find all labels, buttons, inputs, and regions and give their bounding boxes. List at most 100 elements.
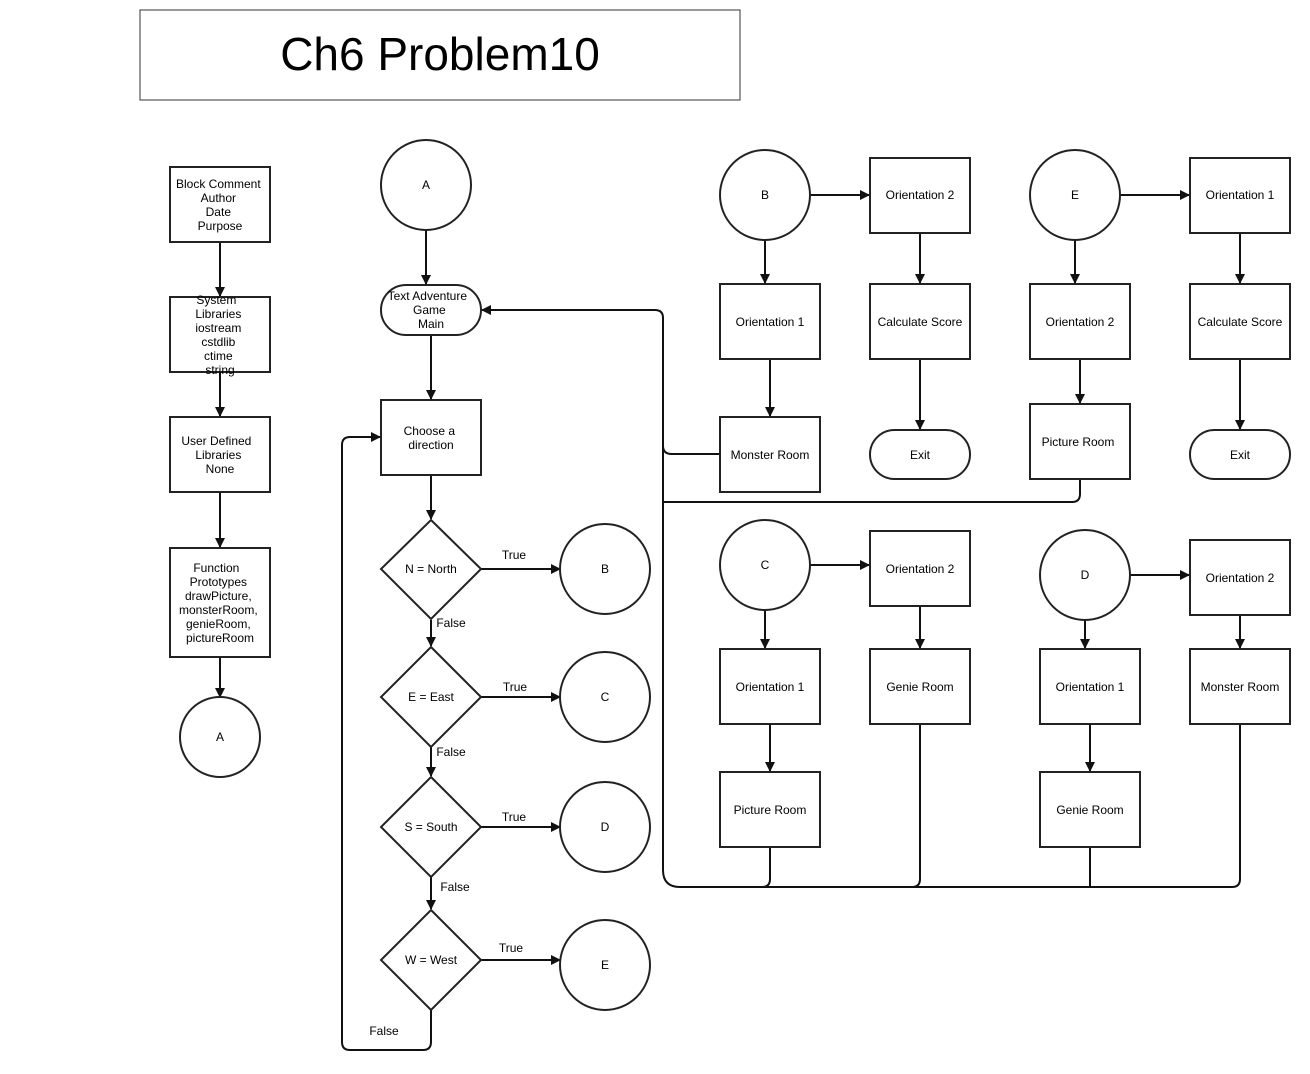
e-orientation-1-label: Orientation 1 [1206, 188, 1275, 202]
decision-east: E = East [379, 645, 483, 749]
svg-text:Function Prototypes: Function Prototypes drawPicture, monster… [179, 561, 261, 645]
connector-d: D [1039, 529, 1131, 621]
node-choose-direction: Choose a direction [380, 399, 482, 476]
svg-text:Block Comment Author: Block Comment Author Date Purpose [176, 177, 264, 233]
connector-b: B [719, 149, 811, 241]
title-box: Ch6 Problem10 [139, 9, 741, 101]
edge-west-false-loop [341, 432, 432, 1051]
edge-c-genie-room-return [911, 724, 921, 888]
svg-text:Text Adventure Game: Text Adventure Game Main [388, 289, 471, 331]
label-west-false: False [369, 1024, 399, 1038]
node-e-exit: Exit [1189, 429, 1291, 480]
label-east-true: True [503, 680, 528, 694]
label-west-true: True [499, 941, 524, 955]
decision-south-label: S = South [404, 820, 457, 834]
svg-text:System Libraries i: System Libraries iostream cstdlib ctime … [195, 293, 244, 377]
diagram-title: Ch6 Problem10 [280, 28, 600, 80]
node-c-orientation-2: Orientation 2 [869, 530, 971, 607]
choose-direction-line: direction [408, 438, 453, 452]
system-libraries-line: string [205, 363, 234, 377]
system-libraries-line: Libraries [195, 307, 241, 321]
node-d-genie-room: Genie Room [1039, 771, 1141, 848]
e-picture-room-label: Picture Room [1042, 435, 1115, 449]
d-genie-room-label: Genie Room [1056, 803, 1123, 817]
connector-a-top-label: A [422, 178, 430, 192]
main-terminal-line: Main [418, 317, 444, 331]
connector-e: E [1029, 149, 1121, 241]
decision-north-label: N = North [405, 562, 457, 576]
connector-c-label: C [761, 558, 770, 572]
node-user-libraries: User Defined Libraries None [169, 416, 271, 493]
connector-b-out: B [559, 523, 651, 615]
function-prototypes-line: pictureRoom [186, 631, 254, 645]
choose-direction-line: Choose a [404, 424, 456, 438]
label-south-false: False [440, 880, 470, 894]
c-picture-room-label: Picture Room [734, 803, 807, 817]
node-b-calculate-score: Calculate Score [869, 283, 971, 360]
connector-a-left: A [179, 696, 261, 778]
d-orientation-2-label: Orientation 2 [1206, 571, 1275, 585]
svg-text:Choose a direction: Choose a direction [404, 424, 459, 452]
e-calculate-score-label: Calculate Score [1198, 315, 1283, 329]
node-e-orientation-2: Orientation 2 [1029, 283, 1131, 360]
connector-c: C [719, 519, 811, 611]
d-monster-room-label: Monster Room [1201, 680, 1280, 694]
label-north-false: False [436, 616, 466, 630]
decision-west-label: W = West [405, 953, 458, 967]
node-e-orientation-1: Orientation 1 [1189, 157, 1291, 234]
system-libraries-line: iostream [195, 321, 241, 335]
connector-d-label: D [1081, 568, 1090, 582]
function-prototypes-line: Prototypes [190, 575, 247, 589]
node-main-terminal: Text Adventure Game Main [380, 284, 482, 336]
connector-a-left-label: A [216, 730, 224, 744]
node-b-orientation-1: Orientation 1 [719, 283, 821, 360]
function-prototypes-line: drawPicture, [185, 589, 252, 603]
connector-d-out: D [559, 781, 651, 873]
label-north-true: True [502, 548, 527, 562]
edge-c-picture-room-return [761, 847, 771, 888]
system-libraries-line: cstdlib [201, 335, 235, 349]
edges [215, 190, 1245, 1051]
node-e-picture-room: Picture Room [1029, 403, 1131, 480]
node-system-libraries: System Libraries iostream cstdlib ctime … [169, 293, 271, 377]
node-b-monster-room: Monster Room [719, 416, 821, 493]
edge-labels: True False True False True False True Fa… [369, 548, 527, 1038]
b-orientation-2-label: Orientation 2 [886, 188, 955, 202]
node-e-calculate-score: Calculate Score [1189, 283, 1291, 360]
connector-c-out: C [559, 651, 651, 743]
c-genie-room-label: Genie Room [886, 680, 953, 694]
block-comment-line: Block Comment [176, 177, 261, 191]
svg-text:User Defined Libraries: User Defined Libraries None [181, 434, 254, 476]
function-prototypes-line: monsterRoom, [179, 603, 258, 617]
user-libraries-line: None [206, 462, 235, 476]
connector-e-out: E [559, 919, 651, 1011]
d-orientation-1-label: Orientation 1 [1056, 680, 1125, 694]
connector-d-out-label: D [601, 820, 610, 834]
node-c-genie-room: Genie Room [869, 648, 971, 725]
b-exit-label: Exit [910, 448, 931, 462]
node-d-monster-room: Monster Room [1189, 648, 1291, 725]
b-orientation-1-label: Orientation 1 [736, 315, 805, 329]
node-c-picture-room: Picture Room [719, 771, 821, 848]
c-orientation-1-label: Orientation 1 [736, 680, 805, 694]
block-comment-line: Author [201, 191, 236, 205]
edge-return-to-main [481, 305, 664, 870]
edge-picture-room-return [663, 479, 1081, 503]
user-libraries-line: User Defined [181, 434, 251, 448]
label-south-true: True [502, 810, 527, 824]
function-prototypes-line: Function [193, 561, 239, 575]
main-terminal-line: Game [413, 303, 446, 317]
connector-e-out-label: E [601, 958, 609, 972]
decision-south: S = South [379, 775, 483, 879]
b-monster-room-label: Monster Room [731, 448, 810, 462]
edge-bottom-return-bus [662, 724, 1241, 888]
system-libraries-line: ctime [204, 349, 233, 363]
node-b-orientation-2: Orientation 2 [869, 157, 971, 234]
edge-monster-room-return [662, 445, 720, 455]
node-c-orientation-1: Orientation 1 [719, 648, 821, 725]
c-orientation-2-label: Orientation 2 [886, 562, 955, 576]
node-d-orientation-1: Orientation 1 [1039, 648, 1141, 725]
node-function-prototypes: Function Prototypes drawPicture, monster… [169, 547, 271, 658]
connector-b-out-label: B [601, 562, 609, 576]
